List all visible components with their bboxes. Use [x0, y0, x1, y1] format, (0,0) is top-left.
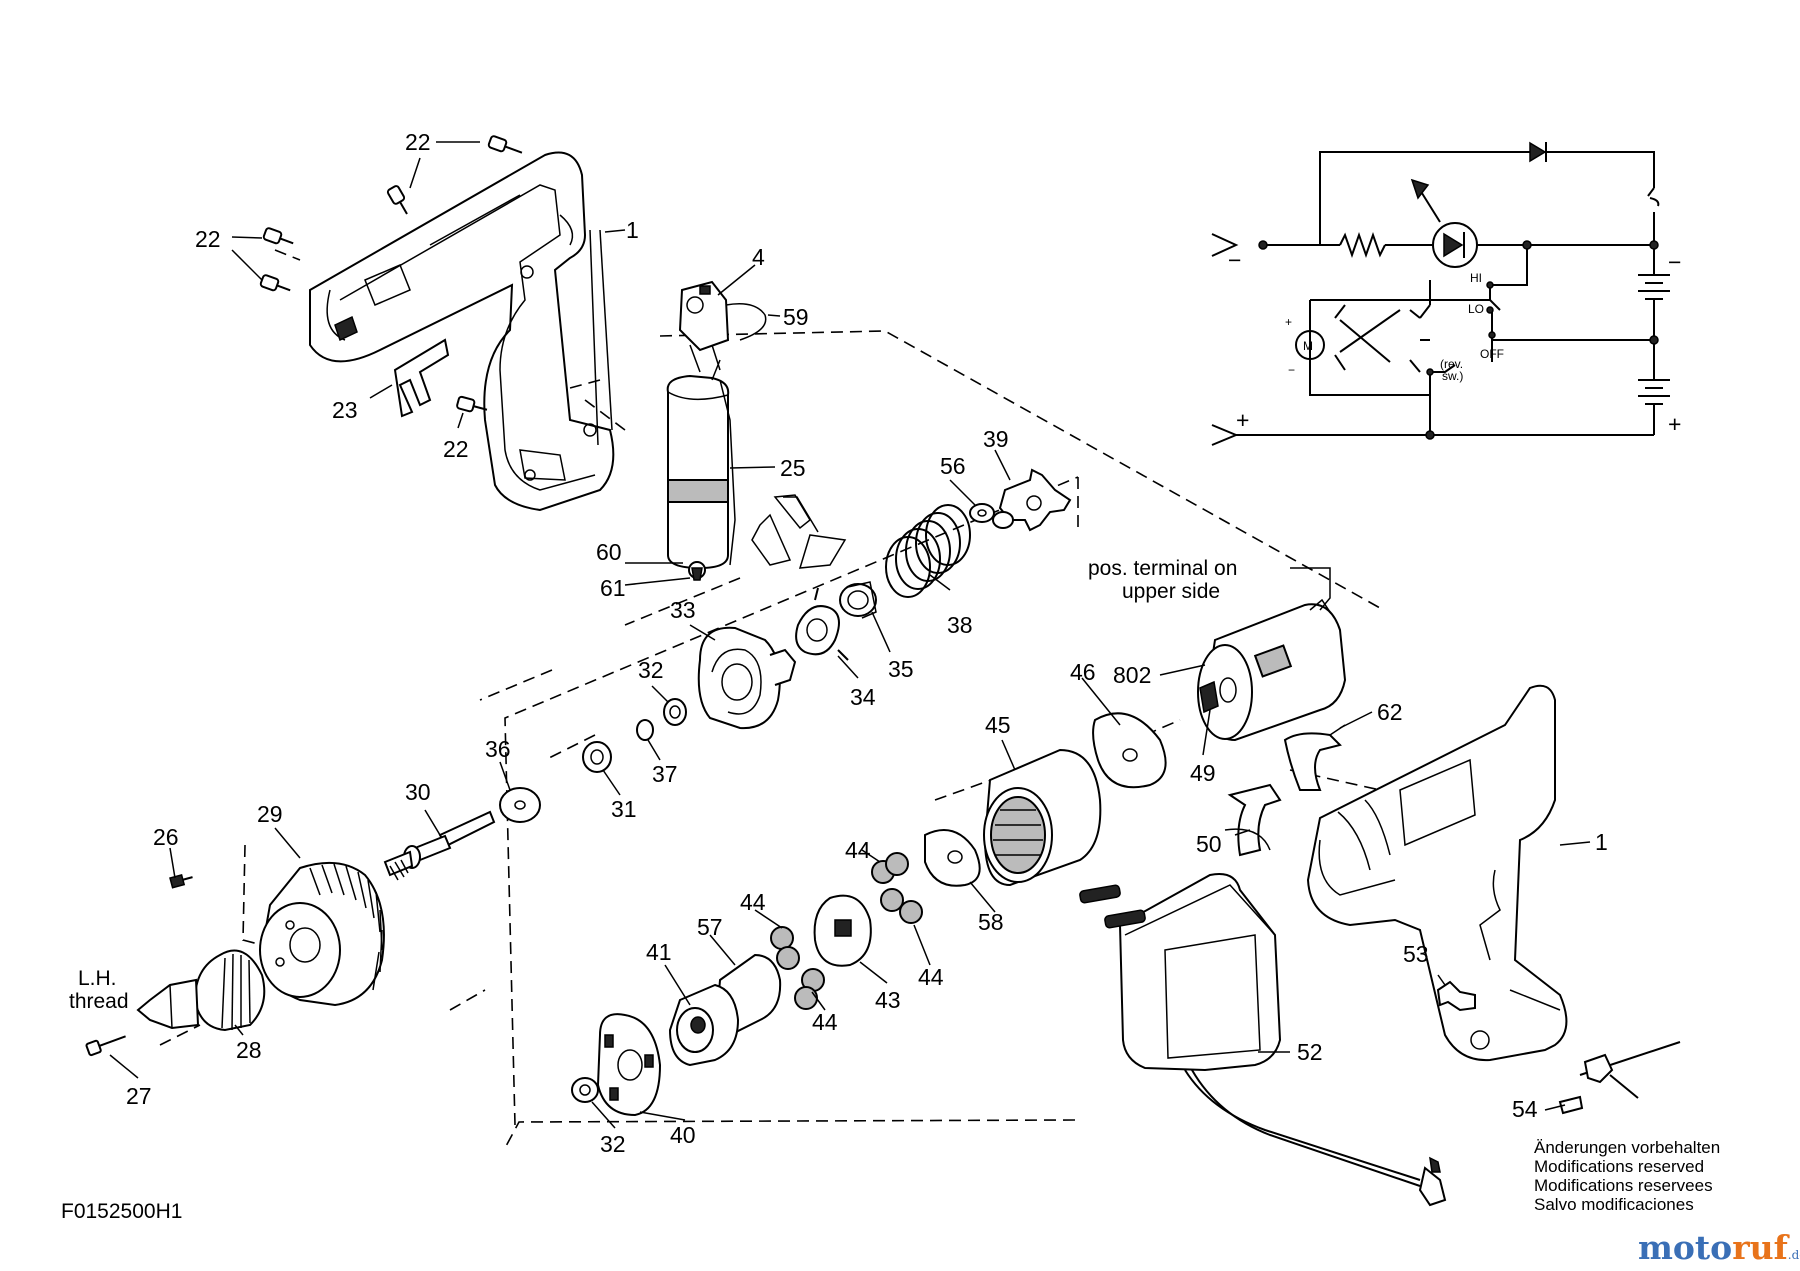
rev-switch-label-1: (rev. [1440, 357, 1463, 371]
label-49: 49 [1190, 760, 1216, 786]
label-25: 25 [780, 455, 806, 481]
logo-part-1: moto [1638, 1228, 1733, 1267]
label-53: 53 [1403, 941, 1429, 967]
label-43: 43 [875, 987, 901, 1013]
latch-53-key-54 [1436, 980, 1681, 1115]
label-61: 61 [600, 575, 626, 601]
label-23: 23 [332, 397, 358, 423]
label-44d: 44 [812, 1009, 838, 1035]
spindle-and-chuck [85, 810, 496, 1057]
label-34: 34 [850, 684, 876, 710]
planetary-gear-parts [571, 712, 1167, 1117]
label-59: 59 [783, 304, 809, 330]
disclaimer-line-de: Änderungen vorbehalten [1534, 1138, 1721, 1157]
part-number-labels: 22 22 22 1 23 4 59 25 60 61 39 56 38 33 … [126, 129, 1608, 1157]
label-36: 36 [485, 736, 511, 762]
charger-52 [1079, 873, 1447, 1207]
housing-half-left [309, 151, 615, 512]
leader-lines [109, 141, 1591, 1129]
label-30: 30 [405, 779, 431, 805]
label-22a: 22 [405, 129, 431, 155]
label-4: 4 [752, 244, 765, 270]
label-26: 26 [153, 824, 179, 850]
label-56: 56 [940, 453, 966, 479]
motor-802 [1197, 598, 1347, 742]
pos-terminal-line1: pos. terminal on [1088, 557, 1237, 580]
lh-thread-line1: L.H. [78, 967, 117, 990]
label-54: 54 [1512, 1096, 1538, 1122]
label-44c: 44 [918, 964, 944, 990]
brackets-50-62 [1224, 724, 1346, 857]
switch-and-battery [666, 280, 767, 581]
label-45: 45 [985, 712, 1011, 738]
clip-23 [393, 338, 450, 418]
motoruf-logo: motoruf.de [1638, 1228, 1800, 1267]
label-22b: 22 [195, 226, 221, 252]
minus-terminal-right: − [1668, 249, 1681, 275]
minus-terminal-left: − [1228, 247, 1241, 273]
label-52: 52 [1297, 1039, 1323, 1065]
label-35: 35 [888, 656, 914, 682]
hi-label: HI [1470, 271, 1482, 285]
annotations: L.H. thread pos. terminal on upper side [69, 557, 1237, 1013]
label-802: 802 [1113, 662, 1151, 688]
label-22c: 22 [443, 436, 469, 462]
label-37: 37 [652, 761, 678, 787]
off-label: OFF [1480, 347, 1504, 361]
label-33: 33 [670, 597, 696, 623]
label-57: 57 [697, 914, 723, 940]
label-46: 46 [1070, 659, 1096, 685]
plus-terminal-right: + [1668, 411, 1681, 437]
label-44a: 44 [845, 837, 871, 863]
label-29: 29 [257, 801, 283, 827]
motor-plus-label: + [1285, 315, 1292, 329]
label-40: 40 [670, 1122, 696, 1148]
label-44b: 44 [740, 889, 766, 915]
label-50: 50 [1196, 831, 1222, 857]
disclaimer-line-en: Modifications reserved [1534, 1157, 1705, 1176]
motor-minus-label: − [1288, 363, 1295, 377]
drawing-code: F0152500H1 [61, 1200, 183, 1223]
logo-part-3: .de [1787, 1248, 1800, 1262]
pos-terminal-line2: upper side [1122, 580, 1220, 603]
label-32a: 32 [638, 657, 664, 683]
circuit-schematic: M HI LO OFF (rev. sw.) − + − + + − [1211, 141, 1681, 446]
label-27: 27 [126, 1083, 152, 1109]
label-62: 62 [1377, 699, 1403, 725]
recycle-symbol-icon [751, 494, 847, 569]
label-32b: 32 [600, 1131, 626, 1157]
label-1-bottom: 1 [1595, 829, 1608, 855]
label-31: 31 [611, 796, 637, 822]
assembly-dashed-lines [159, 249, 1381, 1149]
label-28: 28 [236, 1037, 262, 1063]
gear-shaft-parts [499, 468, 1072, 823]
label-41: 41 [646, 939, 672, 965]
label-60: 60 [596, 539, 622, 565]
disclaimer-line-fr: Modifications reservees [1534, 1176, 1713, 1195]
lo-label: LO [1468, 302, 1484, 316]
rev-switch-label-2: sw.) [1442, 369, 1463, 383]
logo-part-2: ruf [1732, 1228, 1788, 1267]
label-58: 58 [978, 909, 1004, 935]
label-38: 38 [947, 612, 973, 638]
disclaimer-block: Änderungen vorbehalten Modifications res… [1534, 1138, 1720, 1214]
label-39: 39 [983, 426, 1009, 452]
motor-symbol-label: M [1303, 339, 1313, 353]
screw-22-parts [259, 135, 523, 413]
label-1-top: 1 [626, 217, 639, 243]
lh-thread-line2: thread [69, 990, 129, 1013]
housing-half-right [1306, 684, 1568, 1062]
plus-terminal-left: + [1236, 407, 1249, 433]
disclaimer-line-es: Salvo modificaciones [1534, 1195, 1694, 1214]
